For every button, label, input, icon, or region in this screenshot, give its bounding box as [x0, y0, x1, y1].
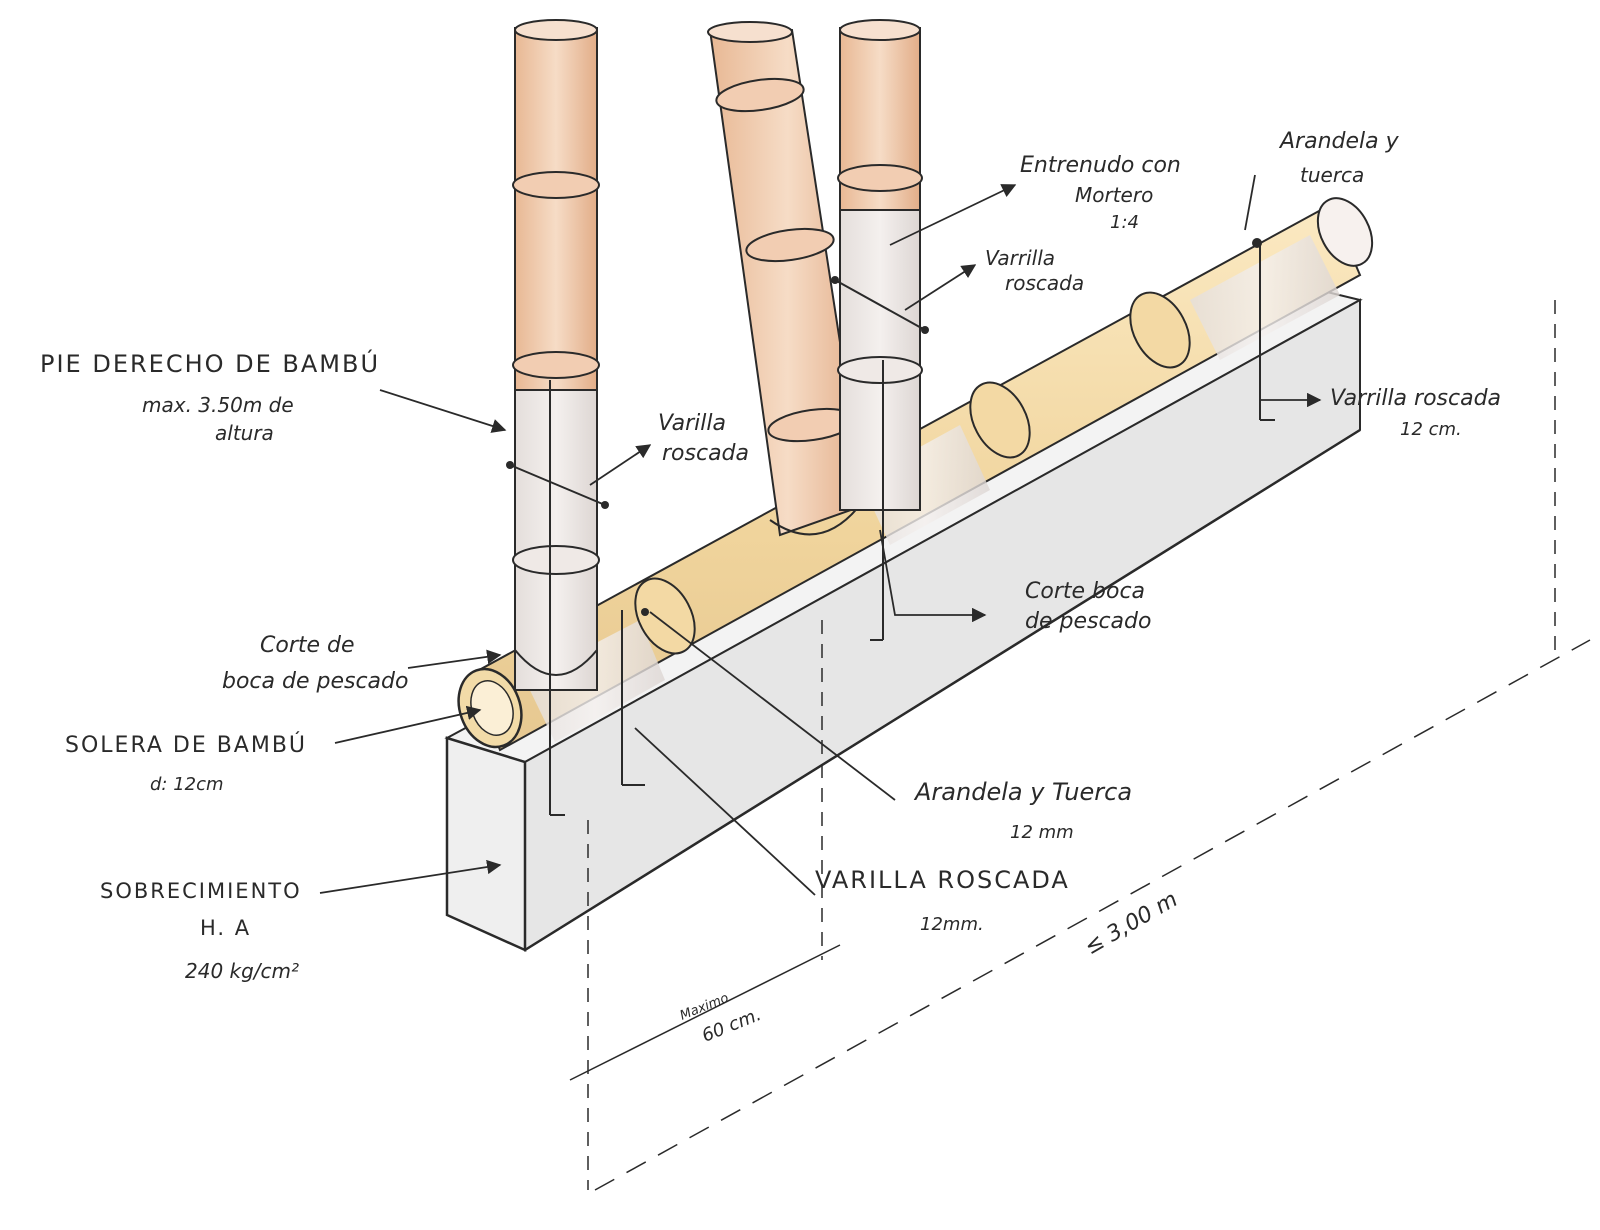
right-bamboo-post [831, 19, 929, 641]
label-arandela-top-2: tuerca [1300, 163, 1364, 187]
label-arandela-bottom-size: 12 mm [1010, 822, 1074, 843]
label-solera-diameter: d: 12cm [150, 774, 224, 795]
label-corte-right-1: Corte boca [1025, 579, 1145, 604]
anchor-rods [621, 238, 1275, 786]
label-varilla-left-2: roscada [662, 441, 749, 466]
label-corte-left-1: Corte de [260, 633, 355, 658]
label-varilla-bottom: VARILLA ROSCADA [815, 866, 1070, 894]
annotation-labels: PIE DERECHO DE BAMBÚ max. 3.50m de altur… [40, 129, 1501, 1047]
label-entrenudo-2: Mortero [1075, 183, 1153, 207]
label-varrilla-right-size: 12 cm. [1400, 419, 1462, 440]
label-sobrecimiento-3: 240 kg/cm² [185, 959, 299, 983]
label-pie-derecho-note-2: altura [215, 421, 274, 445]
label-varilla-left-1: Varilla [658, 411, 726, 436]
label-entrenudo-1: Entrenudo con [1020, 153, 1181, 178]
label-varilla-bottom-size: 12mm. [920, 914, 984, 935]
label-pie-derecho-note-1: max. 3.50m de [142, 393, 294, 417]
label-arandela-top-1: Arandela y [1278, 129, 1400, 154]
label-varilla-mid-2: roscada [1005, 271, 1084, 295]
label-sobrecimiento-2: H. A [200, 916, 251, 940]
label-pie-derecho: PIE DERECHO DE BAMBÚ [40, 348, 380, 378]
label-dim-300: ≤ 3,00 m [1081, 887, 1183, 960]
label-sobrecimiento-1: SOBRECIMIENTO [100, 879, 302, 903]
label-solera: SOLERA DE BAMBÚ [65, 732, 307, 758]
label-arandela-bottom: Arandela y Tuerca [913, 778, 1132, 806]
label-corte-left-2: boca de pescado [222, 669, 408, 694]
label-varilla-mid-1: Varrilla [985, 246, 1055, 270]
left-bamboo-post [506, 19, 609, 816]
leader-lines [319, 174, 1322, 896]
label-varrilla-right: Varrilla roscada [1330, 386, 1501, 411]
label-corte-right-2: de pescado [1025, 609, 1151, 634]
label-entrenudo-3: 1:4 [1110, 212, 1139, 233]
dimension-lines [569, 300, 1591, 1191]
